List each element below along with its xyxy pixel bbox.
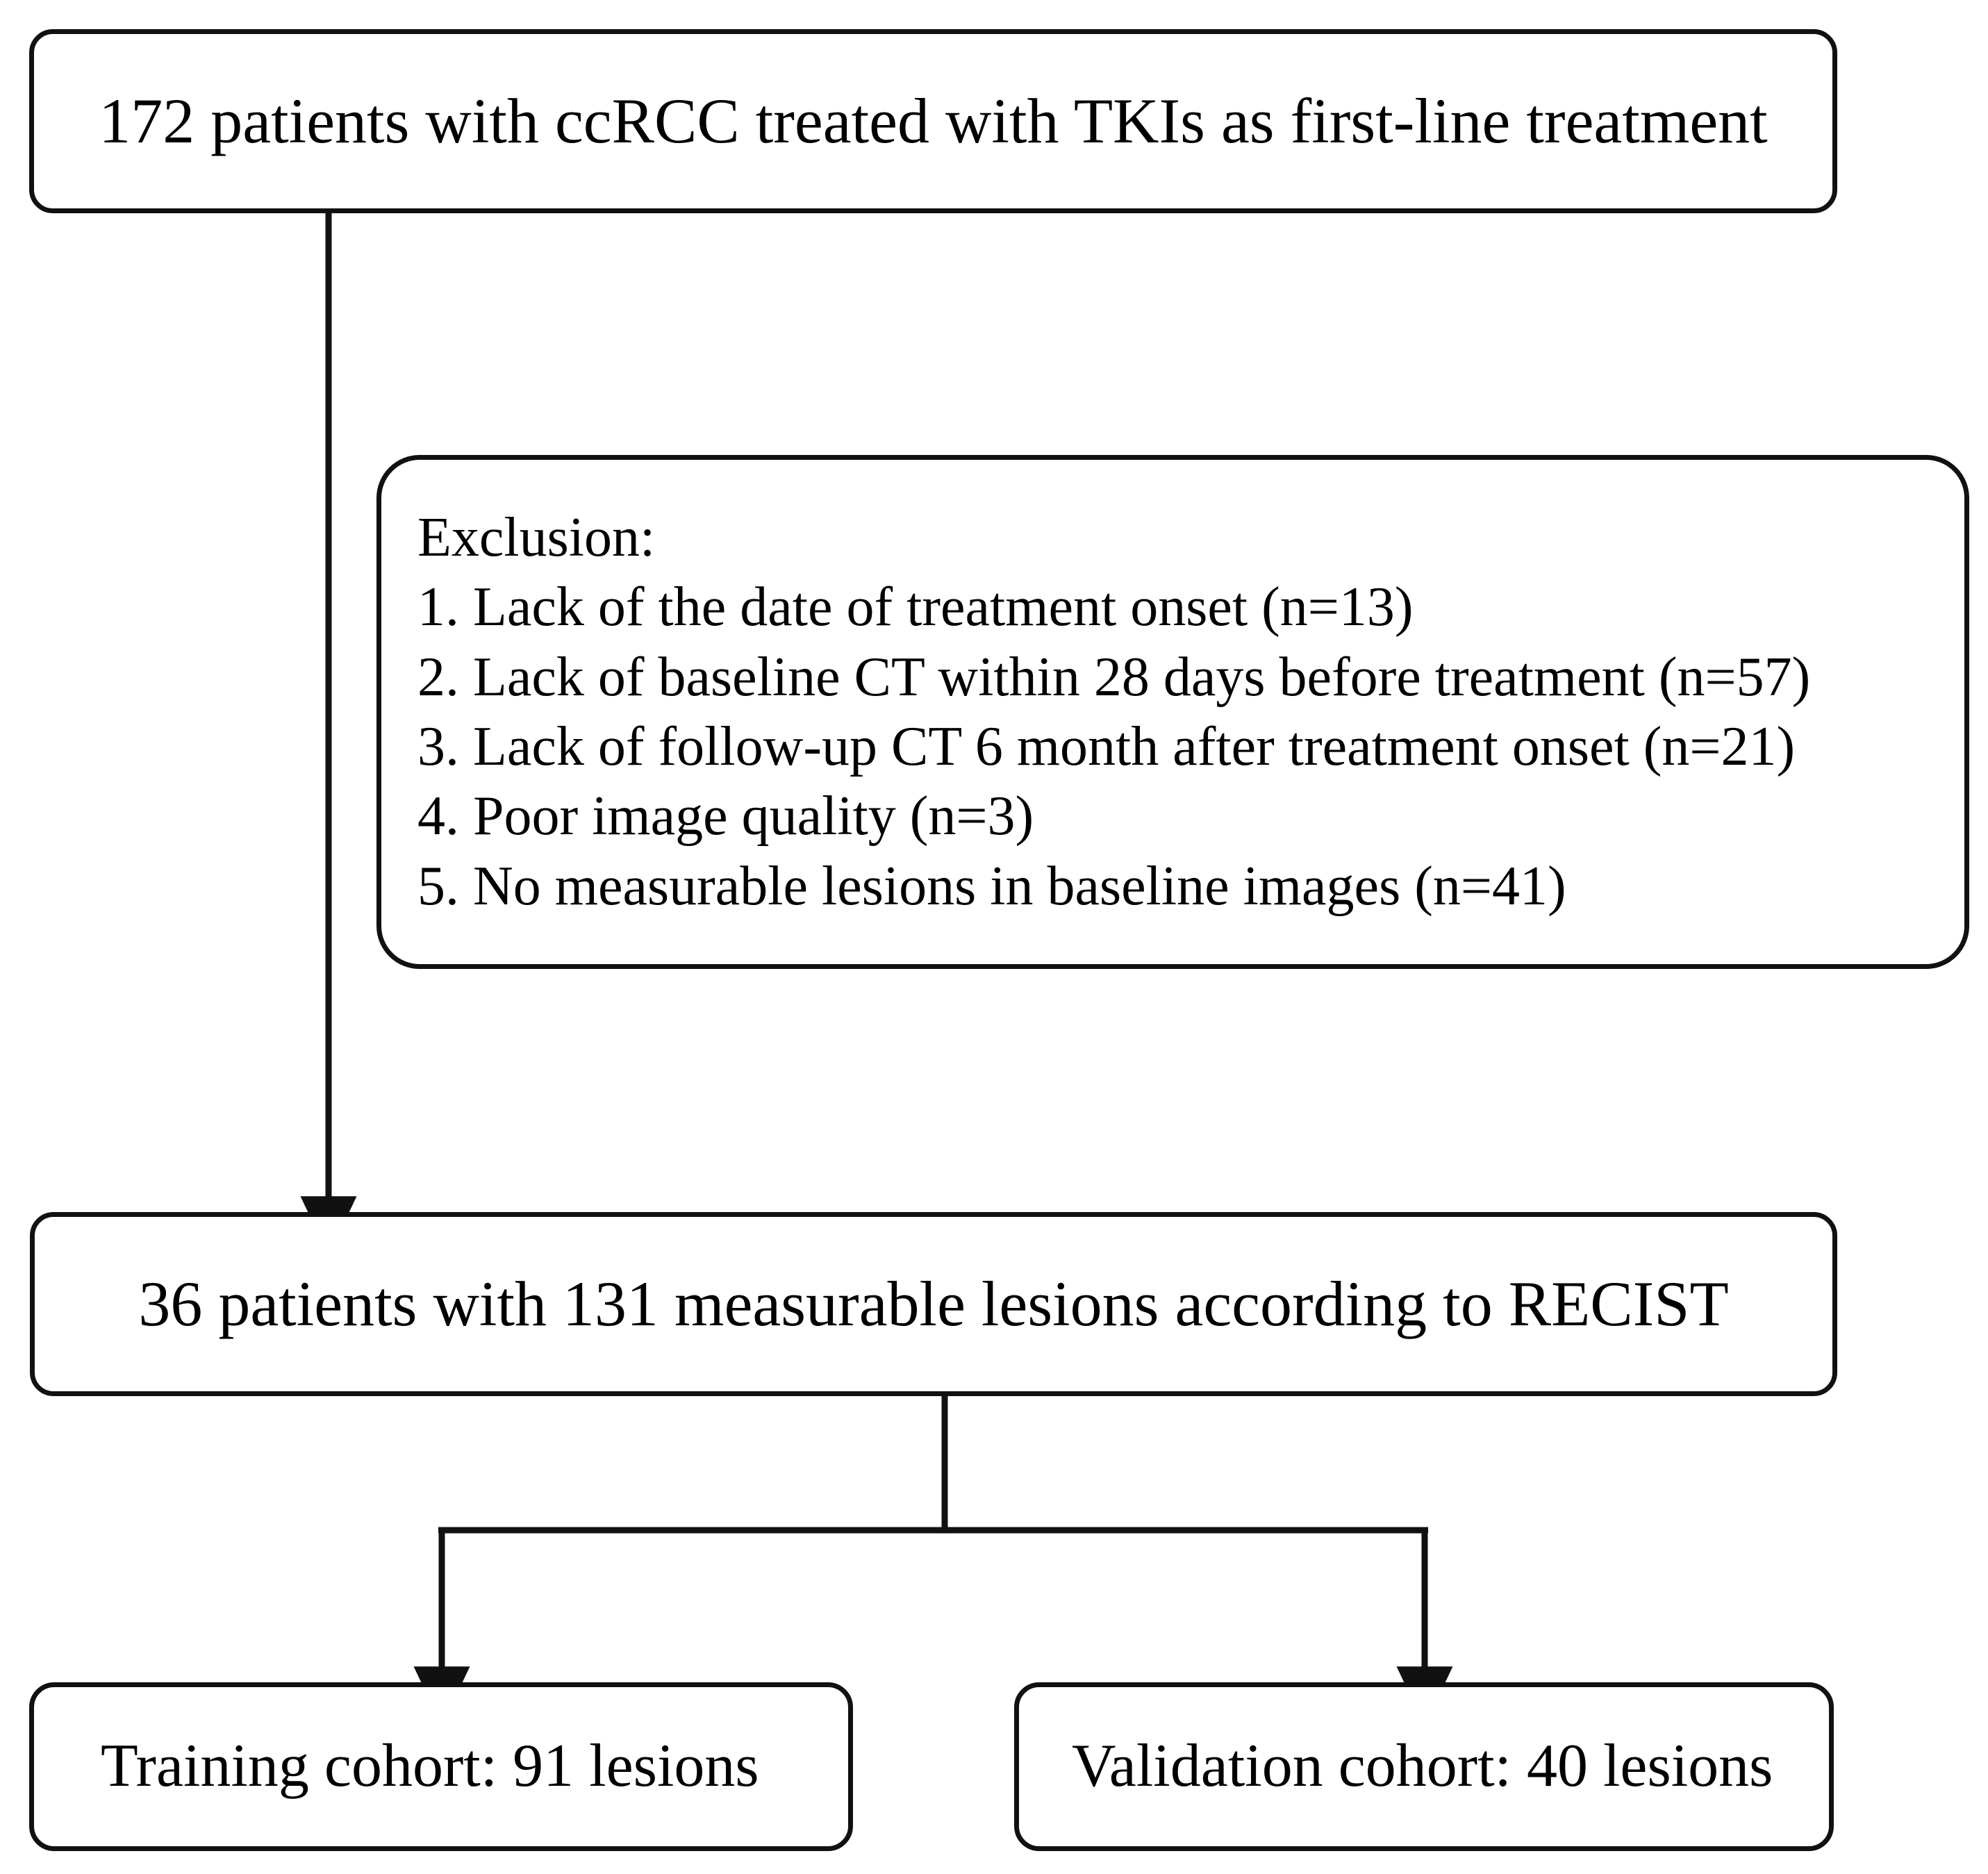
- exclusion-item-5: 5. No measurable lesions in baseline ima…: [417, 855, 1566, 917]
- exclusion-item-2: 2. Lack of baseline CT within 28 days be…: [417, 646, 1811, 708]
- exclusion-item-4: 4. Poor image quality (n=3): [417, 786, 1034, 847]
- exclusion-item-3: 3. Lack of follow-up CT 6 month after tr…: [417, 716, 1796, 777]
- connector-middle-split: [413, 1396, 1453, 1726]
- node-training-cohort: Training cohort: 91 lesions: [29, 1682, 853, 1851]
- node-validation-cohort-label: Validation cohort: 40 lesions: [1072, 1732, 1773, 1800]
- node-training-cohort-label: Training cohort: 91 lesions: [101, 1732, 759, 1800]
- node-total-patients-label: 172 patients with ccRCC treated with TKI…: [99, 85, 1768, 156]
- node-total-patients: 172 patients with ccRCC treated with TKI…: [29, 29, 1837, 213]
- exclusion-list: Exclusion: 1. Lack of the date of treatm…: [417, 503, 1810, 921]
- exclusion-item-1: 1. Lack of the date of treatment onset (…: [417, 577, 1414, 638]
- node-included-patients: 36 patients with 131 measurable lesions …: [30, 1212, 1837, 1396]
- node-validation-cohort: Validation cohort: 40 lesions: [1014, 1682, 1834, 1851]
- exclusion-heading: Exclusion:: [417, 506, 656, 568]
- node-included-patients-label: 36 patients with 131 measurable lesions …: [138, 1268, 1729, 1339]
- node-exclusion-criteria: Exclusion: 1. Lack of the date of treatm…: [376, 455, 1969, 969]
